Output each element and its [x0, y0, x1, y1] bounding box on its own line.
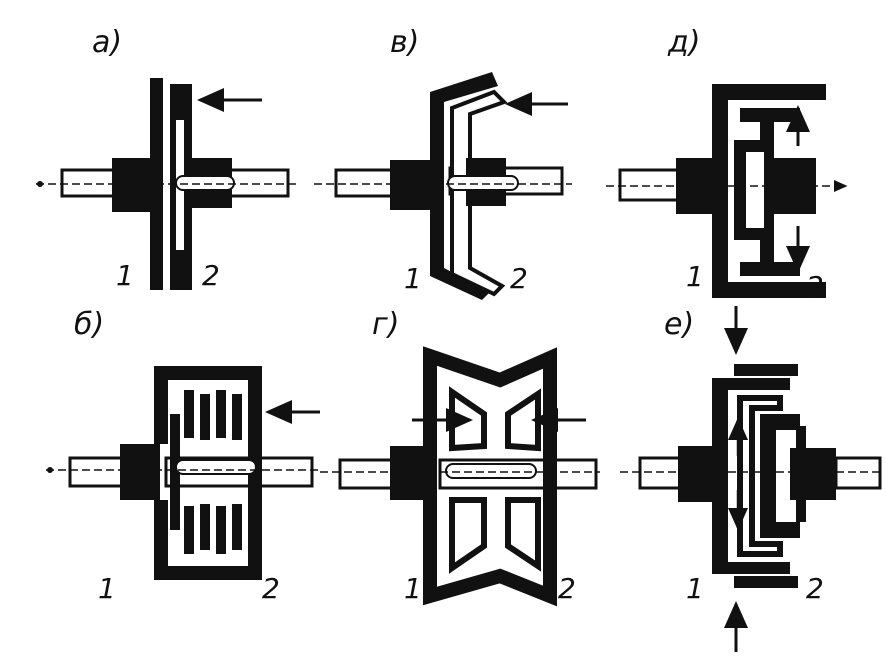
panel-g-label-2: 2	[558, 572, 576, 605]
panel-a-hub-1	[112, 158, 152, 212]
panel-e-hub-2	[790, 448, 836, 500]
panel-b-plate	[216, 390, 226, 438]
panel-a-label-1: 1	[116, 259, 134, 292]
panel-a-letter: а)	[92, 25, 122, 60]
panel-a: а) 1 2	[36, 25, 296, 292]
panel-b-plate	[184, 506, 194, 554]
panel-e-hub-flange-top	[796, 426, 806, 452]
panel-b: б) 1 2	[46, 307, 320, 605]
panel-e-label-1: 1	[686, 572, 704, 605]
panel-b-plate	[200, 504, 210, 550]
panel-d-letter: д)	[667, 25, 700, 60]
panel-b-plate	[200, 394, 210, 440]
panel-d-label-1: 1	[686, 260, 704, 293]
panel-g: г) 1 2	[320, 307, 600, 607]
panel-e-shaft-left	[638, 456, 686, 490]
panel-g-key	[445, 463, 537, 479]
panel-b-plate	[216, 506, 226, 554]
panel-d: д) 1 2	[606, 25, 848, 303]
panel-a-shaft-left	[60, 168, 120, 198]
panel-d-shoe-bottom	[740, 262, 800, 276]
panel-d-shaft-left	[618, 168, 686, 202]
panel-g-cone-left-bottom	[449, 497, 487, 574]
panel-v-cone-1	[430, 72, 498, 300]
panel-g-cone-right-bottom	[505, 497, 541, 572]
panel-b-carrier	[170, 414, 180, 530]
panel-g-letter: г)	[372, 307, 399, 342]
panel-g-shaft-left	[338, 458, 398, 490]
panel-e: е) 1 2	[620, 306, 882, 652]
panel-a-label-2: 2	[202, 259, 220, 292]
panel-b-plate	[232, 504, 242, 550]
panel-e-label-2: 2	[806, 572, 824, 605]
panel-v-label-2: 2	[510, 262, 528, 295]
panel-g-spool	[423, 346, 557, 607]
panel-e-letter: е)	[664, 307, 694, 342]
panel-v-cone-2	[450, 89, 508, 297]
panel-v-key	[447, 175, 519, 191]
panel-d-spider-cut	[746, 152, 764, 228]
panel-b-plate	[184, 390, 194, 438]
panel-e-hub-1	[678, 446, 718, 502]
panel-v-letter: в)	[390, 25, 419, 60]
panel-e-housing-top-lip	[734, 364, 798, 376]
panel-d-label-2: 2	[806, 270, 824, 303]
panel-b-label-1: 1	[98, 572, 116, 605]
panel-e-membrane	[737, 395, 783, 557]
panel-b-shaft-left	[68, 456, 128, 488]
panel-v-label-1: 1	[404, 262, 422, 295]
panel-e-disc	[760, 414, 800, 538]
panel-d-housing	[712, 84, 826, 298]
panel-b-drum	[154, 366, 262, 580]
panel-g-cone-right-top	[505, 388, 541, 452]
panel-b-label-2: 2	[262, 572, 280, 605]
panel-b-letter: б)	[74, 307, 104, 342]
panel-a-axis-dot	[37, 181, 43, 187]
panel-e-hub-flange-bottom	[796, 496, 806, 522]
panel-b-key	[175, 459, 257, 475]
panel-g-label-1: 1	[404, 572, 422, 605]
panel-e-housing	[712, 378, 790, 574]
panel-v-hub-1	[390, 160, 430, 210]
panel-e-shaft-right	[834, 456, 882, 490]
panel-b-hub-1	[120, 444, 160, 500]
panel-v: в) 1 2	[314, 25, 572, 300]
panel-v-shaft-left	[334, 168, 396, 198]
panel-e-housing-bottom-lip	[734, 576, 798, 588]
panel-a-key	[175, 175, 235, 191]
panel-b-axis-dot	[47, 467, 53, 473]
panel-b-plate	[232, 394, 242, 440]
